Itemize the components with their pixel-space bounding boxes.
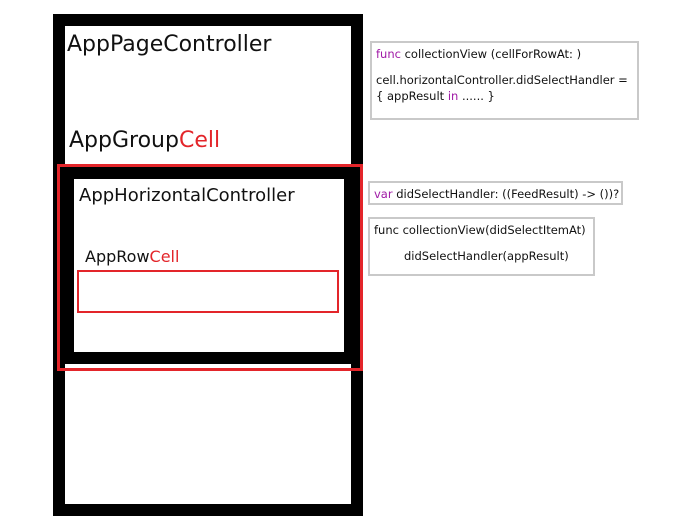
closure-open: { appResult xyxy=(376,89,448,103)
app-row-cell-label-suffix: Cell xyxy=(149,247,180,266)
handler-declaration-code-box: var didSelectHandler: ((FeedResult) -> (… xyxy=(368,181,623,205)
cell-for-row-signature-text: collectionView (cellForRowAt: ) xyxy=(400,47,582,61)
app-horizontal-controller-label: AppHorizontalController xyxy=(79,185,295,206)
app-page-controller-label: AppPageController xyxy=(67,32,272,57)
app-group-cell-label: AppGroupCell xyxy=(69,128,220,153)
app-horizontal-controller-frame xyxy=(62,167,356,364)
app-row-cell-label-prefix: AppRow xyxy=(85,247,150,266)
did-select-code-box: func collectionView(didSelectItemAt) did… xyxy=(368,217,595,276)
app-row-cell-label: AppRowCell xyxy=(85,247,179,266)
closure-rest: ...... } xyxy=(458,89,495,103)
var-keyword: var xyxy=(374,187,393,201)
cell-for-row-code-box: func collectionView (cellForRowAt: ) cel… xyxy=(370,41,639,120)
did-select-body: didSelectHandler(appResult) xyxy=(404,249,569,263)
handler-declaration-text: didSelectHandler: ((FeedResult) -> ())? xyxy=(392,187,620,201)
app-group-cell-label-suffix: Cell xyxy=(178,128,221,153)
cell-for-row-signature: func collectionView (cellForRowAt: ) xyxy=(376,46,633,62)
did-select-signature: func collectionView(didSelectItemAt) xyxy=(374,223,586,237)
in-keyword: in xyxy=(447,89,459,103)
app-row-cell-outline xyxy=(77,270,339,313)
closure-line: { appResult in ...... } xyxy=(376,88,633,104)
app-group-cell-outline xyxy=(57,164,363,371)
did-select-handler-assignment: cell.horizontalController.didSelectHandl… xyxy=(376,73,628,87)
app-group-cell-label-prefix: AppGroup xyxy=(69,128,179,153)
func-keyword: func xyxy=(376,47,401,61)
